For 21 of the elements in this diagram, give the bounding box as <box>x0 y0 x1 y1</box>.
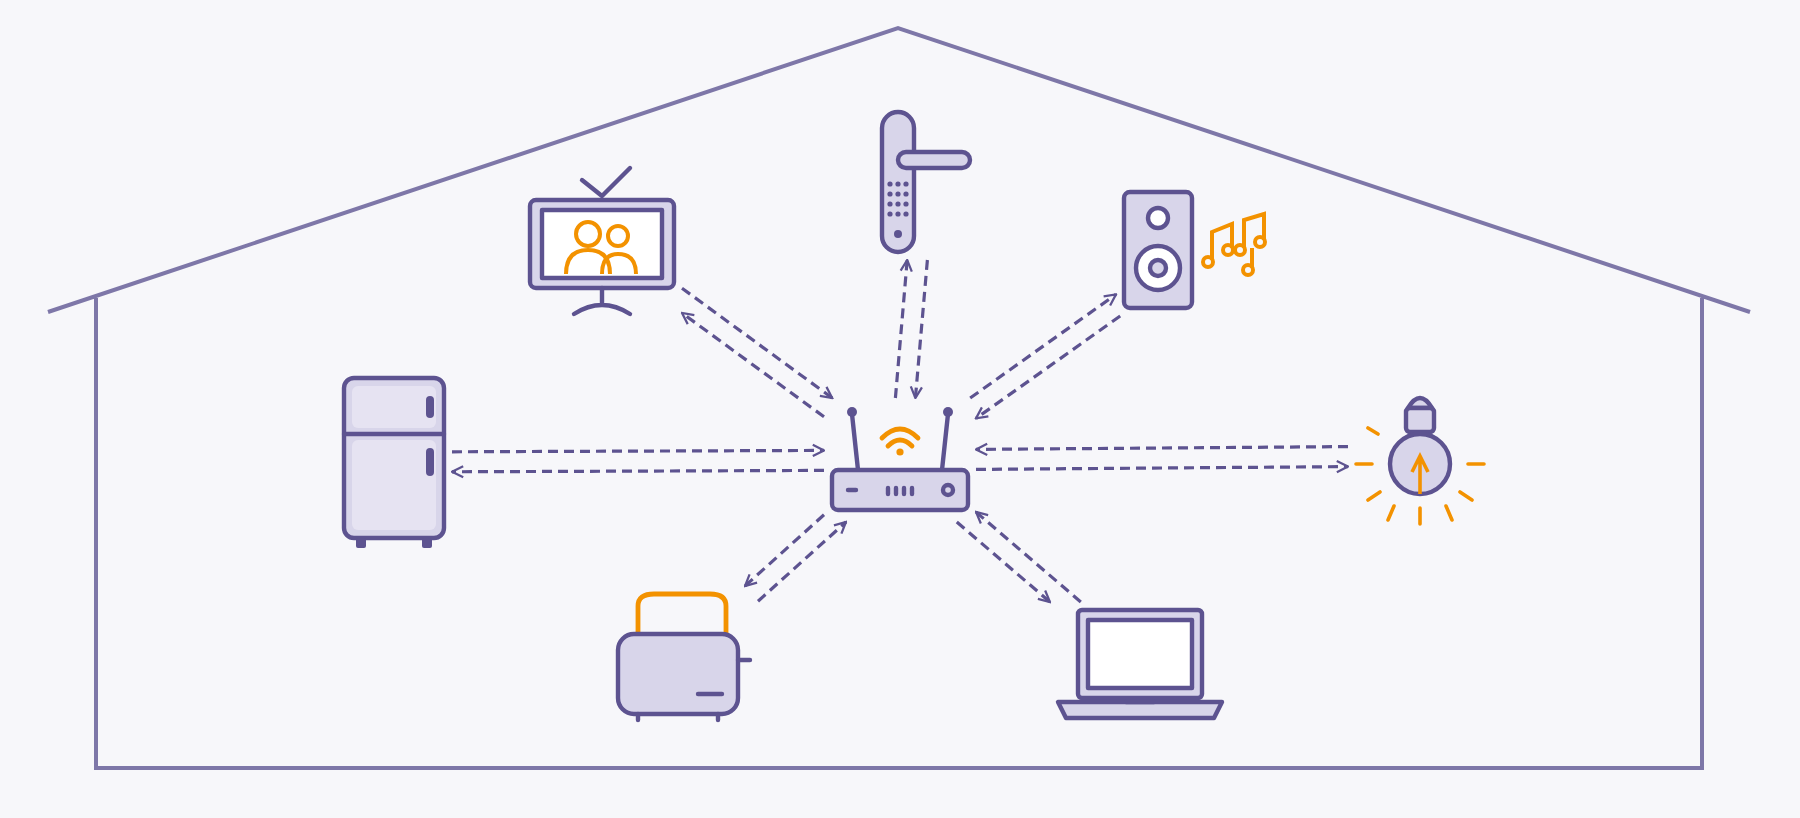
fridge-icon <box>340 374 448 550</box>
speaker-icon <box>1120 188 1272 312</box>
dashed-arrow <box>955 520 1052 604</box>
dashed-arrow <box>976 459 1350 474</box>
dashed-arrow <box>974 510 1082 604</box>
dashed-arrow <box>452 443 826 458</box>
toaster-icon <box>610 590 754 722</box>
television-icon <box>526 164 678 320</box>
dashed-arrow <box>450 465 824 479</box>
laptop-icon <box>1054 606 1226 726</box>
dashed-arrow <box>909 259 929 400</box>
dashed-arrow <box>974 314 1122 420</box>
dashed-arrow <box>893 258 913 399</box>
dashed-arrow <box>974 442 1348 457</box>
dashed-arrow <box>680 311 825 419</box>
door-lock-icon <box>874 108 974 256</box>
dashed-arrow <box>969 293 1118 400</box>
dashed-arrow <box>743 513 826 588</box>
router-icon <box>828 402 972 518</box>
dashed-arrow <box>681 286 834 400</box>
dashed-arrow <box>756 520 848 603</box>
